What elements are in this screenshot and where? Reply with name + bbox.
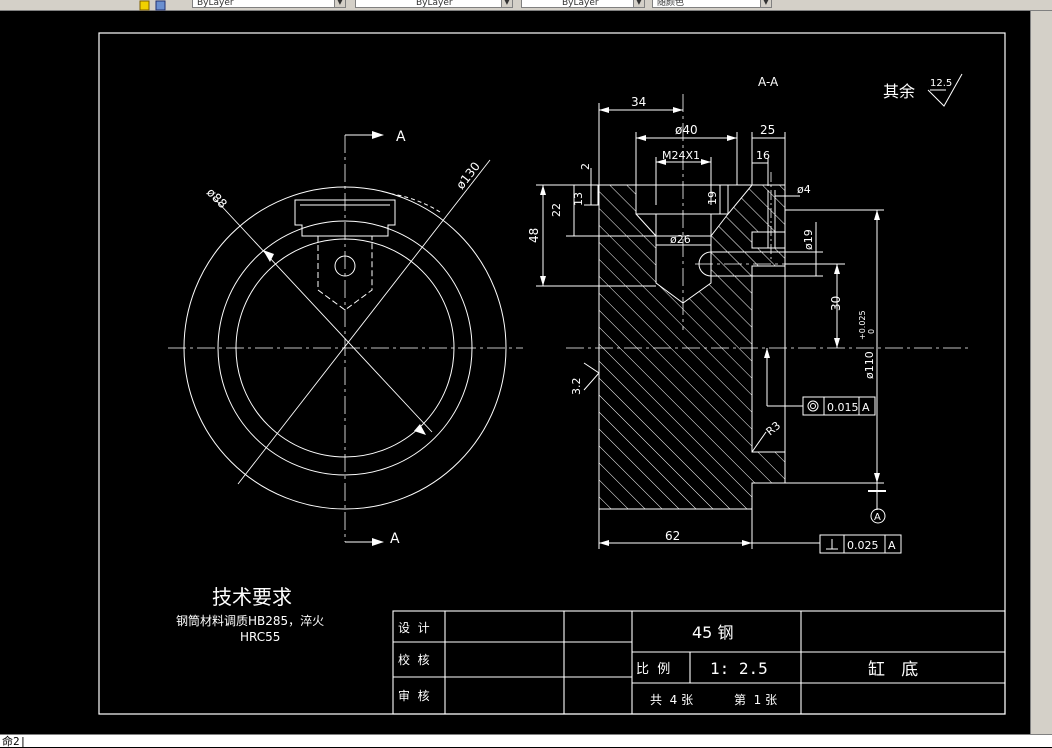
command-line[interactable]: 命2| [0,734,1052,748]
section-view [536,94,968,549]
title-block [392,610,1006,715]
dim-d88: ø88 [204,185,230,211]
text-cursor: | [19,735,27,748]
roughness-3-2: 3.2 [570,378,583,396]
dim-r3: R3 [764,419,784,438]
chevron-down-icon[interactable]: ▼ [760,0,771,7]
dim-30: 30 [829,296,843,311]
dim-22: 22 [550,203,563,217]
perpendicularity-value: 0.025 [847,539,879,552]
concentricity-value: 0.015 [827,401,859,414]
dim-d110: ø110 [863,351,876,379]
vertical-scrollbar[interactable] [1030,11,1052,734]
roughness-note-value: 12.5 [930,78,952,89]
plotstyle-control[interactable]: 随颜色 ▼ [652,0,772,8]
datum-a-label: A [874,512,881,523]
tech-req-line2: HRC55 [240,630,280,644]
tb-sheets-total: 共 4 张 [650,693,693,707]
roughness-note-label: 其余 [883,82,915,101]
color-control-value: ByLayer [197,0,234,8]
dim-d40: ø40 [675,123,698,137]
lineweight-control[interactable]: ByLayer ▼ [521,0,645,8]
tb-material: 45 钢 [692,623,733,642]
dim-d4: ø4 [797,183,811,196]
chevron-down-icon[interactable]: ▼ [334,0,345,7]
concentricity-frame [802,396,876,416]
dim-2: 2 [579,163,592,170]
dim-m24: M24X1 [662,149,700,162]
dim-tol-plus: +0.025 [858,310,867,340]
linetype-control[interactable]: ByLayer ▼ [355,0,513,8]
cut-label-top: A [396,129,406,145]
tb-scale-label: 比 例 [636,662,670,677]
section-arrowheads [540,107,880,546]
plotstyle-control-value: 随颜色 [657,0,685,8]
layer-icons[interactable] [136,0,178,11]
tb-design: 设 计 [398,621,430,635]
dim-d19: ø19 [802,229,815,250]
tb-scale-value: 1: 2.5 [710,659,768,678]
drawing-canvas[interactable]: A A ø88 ø130 A-A [0,11,1030,734]
dim-19v: 19 [706,191,719,205]
dim-d26: ø26 [670,233,691,246]
dim-48: 48 [527,228,541,243]
dim-62: 62 [665,529,680,543]
concentricity-datum: A [862,401,870,414]
color-control[interactable]: ByLayer ▼ [192,0,346,8]
tech-req-line1: 钢筒材料调质HB285，淬火 [176,613,324,628]
section-title: A-A [758,75,779,89]
roughness-symbol [927,73,963,107]
dim-13: 13 [572,192,585,206]
tb-review: 审 核 [398,688,430,703]
dim-d130: ø130 [453,159,483,191]
chevron-down-icon[interactable]: ▼ [633,0,644,7]
properties-toolbar: ByLayer ▼ ByLayer ▼ ByLayer ▼ 随颜色 ▼ [0,0,1052,11]
tb-sheet-no: 第 1 张 [734,693,777,707]
perpendicularity-frame [819,534,902,554]
chevron-down-icon[interactable]: ▼ [501,0,512,7]
linetype-control-value: ByLayer [416,0,453,8]
dim-16: 16 [756,149,770,162]
tb-check: 校 核 [398,652,430,667]
cut-label-bottom: A [390,531,400,547]
tb-part-name: 缸 底 [868,659,918,680]
command-line-text: 命2 [2,735,20,748]
front-view [168,131,523,546]
dim-34: 34 [631,95,646,109]
perpendicularity-datum: A [888,539,896,552]
lineweight-control-value: ByLayer [562,0,599,8]
dim-25: 25 [760,123,775,137]
tech-req-title: 技术要求 [212,585,292,609]
dim-tol-zero: 0 [867,329,876,334]
